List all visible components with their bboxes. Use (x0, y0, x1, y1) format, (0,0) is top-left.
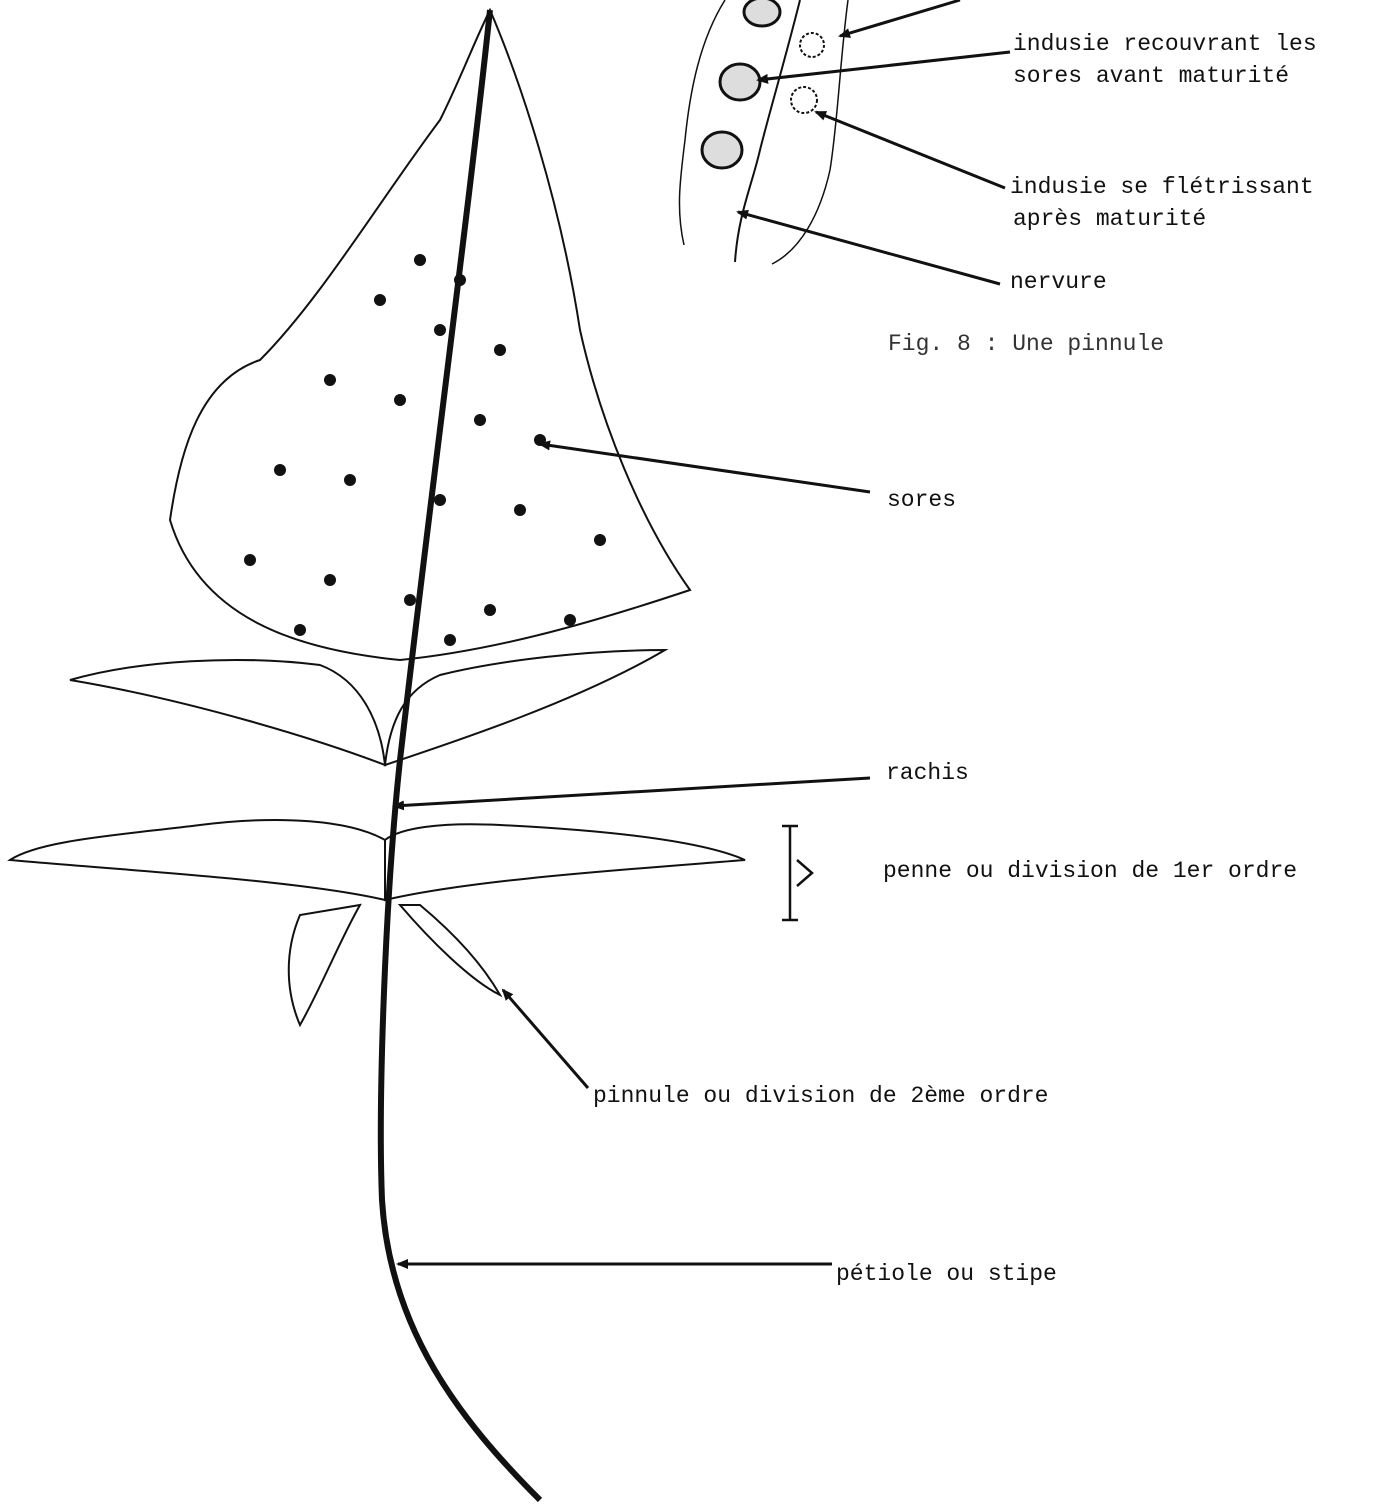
lower-pinnule-left (289, 905, 360, 1025)
label-indusie-recouvrant-1: indusie recouvrant les (1013, 28, 1317, 60)
pinnule-outline-left (679, 0, 725, 245)
inset-nervure-line (735, 0, 800, 262)
arrow-nervure (738, 212, 1000, 284)
arrow-indusie-fletrissant (816, 112, 1005, 188)
arrow-rachis (394, 778, 870, 806)
label-indusie-fletrissant-2: après maturité (1013, 203, 1206, 235)
label-rachis: rachis (886, 757, 969, 789)
lower-penne-left (10, 820, 385, 900)
arrow-indusie-top (840, 0, 960, 36)
penne-bracket-icon (782, 826, 812, 920)
label-indusie-recouvrant-2: sores avant maturité (1013, 60, 1289, 92)
mid-penne-left (70, 660, 385, 765)
lower-penne-right (385, 824, 745, 900)
arrow-pinnule (503, 990, 588, 1088)
indusie-covering-icon (702, 0, 780, 168)
label-sores: sores (887, 484, 956, 516)
figure-caption: Fig. 8 : Une pinnule (888, 328, 1164, 360)
label-penne: penne ou division de 1er ordre (883, 855, 1297, 887)
mid-penne-right (385, 650, 665, 765)
label-pinnule: pinnule ou division de 2ème ordre (593, 1080, 1048, 1112)
label-petiole: pétiole ou stipe (836, 1258, 1057, 1290)
label-nervure: nervure (1010, 266, 1107, 298)
inset-pinnule (679, 0, 848, 264)
arrow-indusie-recouvrant (758, 52, 1010, 80)
lower-pinnule-right (400, 905, 500, 995)
fern-frond (10, 10, 745, 1500)
label-indusie-fletrissant-1: indusie se flétrissant (1010, 171, 1314, 203)
